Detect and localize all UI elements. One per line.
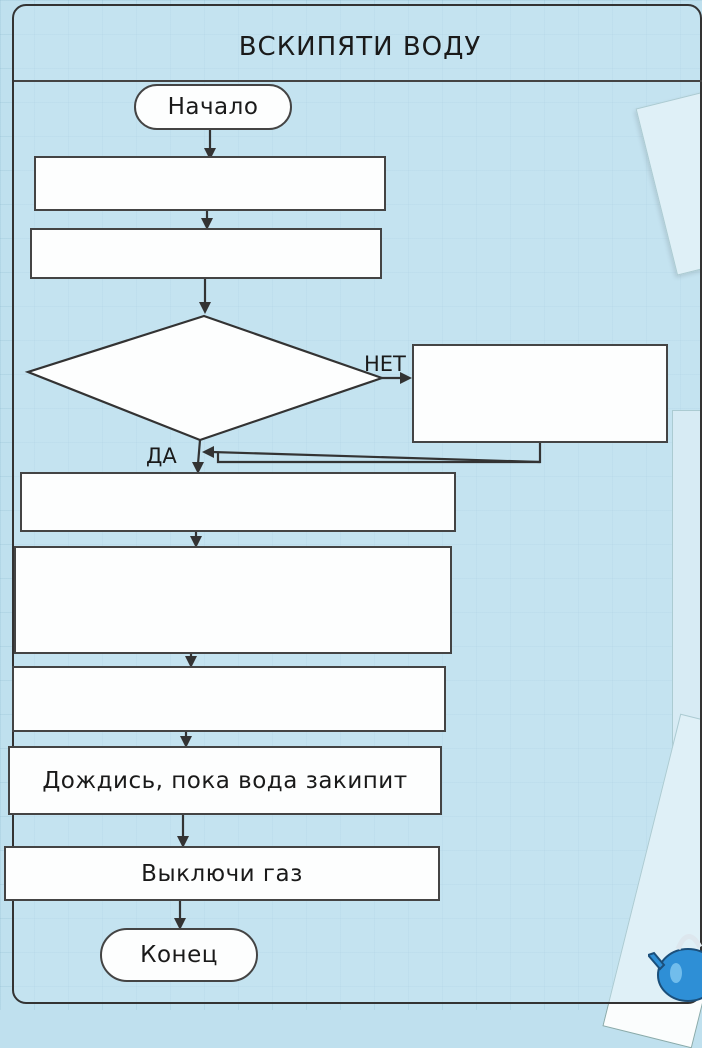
yes-label: ДА bbox=[146, 444, 177, 468]
no-label: НЕТ bbox=[364, 352, 406, 376]
end-terminal: Конец bbox=[100, 928, 258, 982]
process-step-2 bbox=[30, 228, 382, 279]
process-step-gas-off-text: Выключи газ bbox=[141, 861, 303, 887]
process-step-gas-off: Выключи газ bbox=[4, 846, 440, 901]
process-step-wait: Дождись, пока вода закипит bbox=[8, 746, 442, 815]
arrowhead bbox=[199, 302, 211, 314]
decision-diamond bbox=[28, 316, 382, 440]
start-label: Начало bbox=[168, 94, 259, 120]
process-step-5 bbox=[12, 666, 446, 732]
process-step-4 bbox=[14, 546, 452, 654]
process-step-wait-text: Дождись, пока вода закипит bbox=[42, 768, 407, 794]
teapot-icon bbox=[648, 915, 702, 1005]
no-branch-box bbox=[412, 344, 668, 443]
return-line-horizontal bbox=[212, 452, 540, 462]
start-terminal: Начало bbox=[134, 84, 292, 130]
process-step-1 bbox=[34, 156, 386, 211]
arrowhead bbox=[202, 446, 214, 458]
arrow-yes-branch bbox=[198, 440, 200, 464]
process-step-3 bbox=[20, 472, 456, 532]
end-label: Конец bbox=[140, 942, 218, 968]
